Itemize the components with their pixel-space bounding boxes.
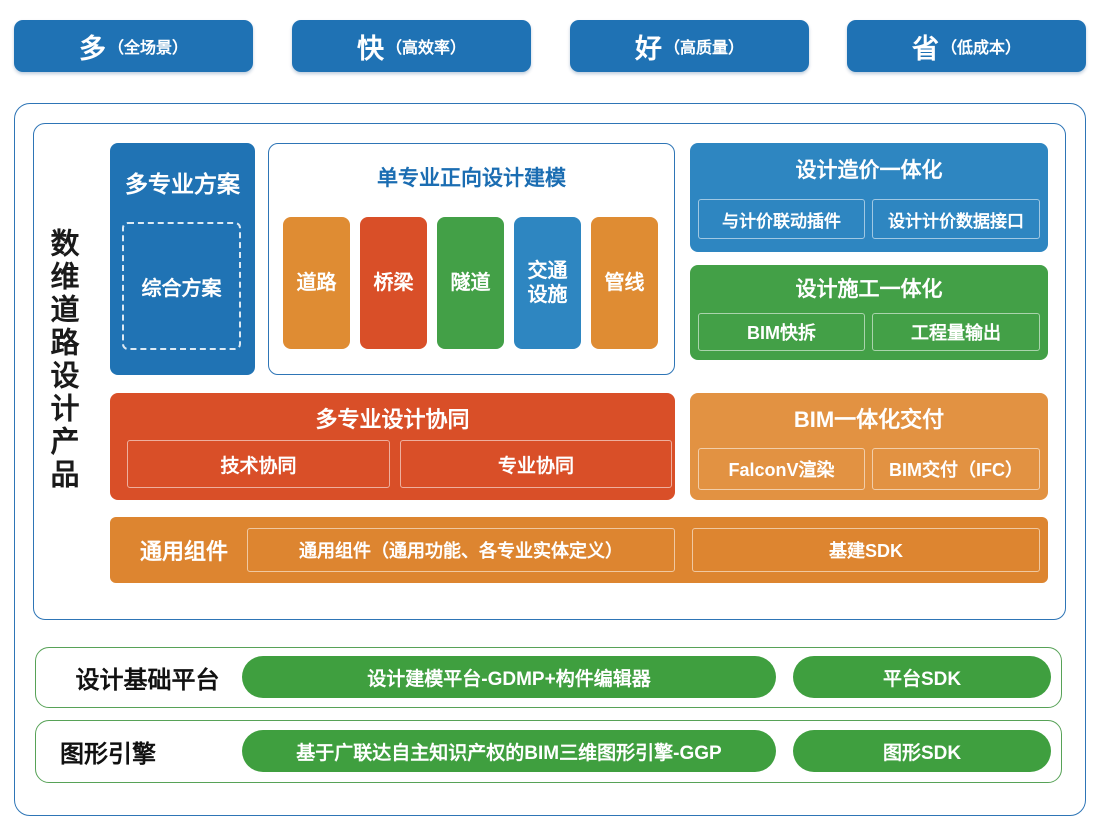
badge-main-text: 好	[634, 33, 662, 64]
construction-item-quantity: 工程量输出	[872, 313, 1040, 351]
badge-kuai: 快 （高效率）	[292, 20, 531, 72]
badge-main-text: 多	[78, 33, 106, 64]
platform-pill-sdk: 平台SDK	[793, 656, 1051, 698]
engine-pill-ggp: 基于广联达自主知识产权的BIM三维图形引擎-GGP	[242, 730, 776, 772]
subbox-label: 通用组件（通用功能、各专业实体定义）	[299, 541, 623, 561]
badge-main-text: 省	[911, 33, 939, 64]
subbox-label: FalconV渲染	[728, 460, 835, 480]
badge-sub-text: （低成本）	[940, 40, 1021, 57]
engine-row-label: 图形引擎	[60, 740, 156, 768]
multi-scheme-title: 多专业方案	[125, 171, 240, 197]
engine-label-wrap: 图形引擎	[60, 721, 235, 781]
specialty-box-traffic: 交通设施	[514, 217, 581, 349]
comprehensive-scheme-label: 综合方案	[141, 277, 222, 300]
pill-label: 基于广联达自主知识产权的BIM三维图形引擎-GGP	[296, 742, 722, 764]
platform-label-wrap: 设计基础平台	[60, 648, 235, 706]
subbox-label: 基建SDK	[828, 541, 903, 561]
specialty-box-tunnel: 隧道	[437, 217, 504, 349]
platform-row-label: 设计基础平台	[75, 666, 220, 694]
specialty-box-bridge: 桥梁	[360, 217, 427, 349]
engine-pill-sdk: 图形SDK	[793, 730, 1051, 772]
common-components-item: 通用组件（通用功能、各专业实体定义）	[247, 528, 675, 572]
badge-sheng: 省 （低成本）	[847, 20, 1086, 72]
delivery-item-falconv: FalconV渲染	[698, 448, 865, 490]
common-components-label: 通用组件	[139, 539, 228, 564]
subbox-label: 技术协同	[220, 455, 297, 477]
pill-label: 图形SDK	[882, 742, 962, 764]
badge-hao: 好 （高质量）	[570, 20, 809, 72]
specialty-label: 管线	[604, 272, 645, 294]
product-section-title-wrap: 数维道路设计产品	[36, 180, 88, 540]
common-components-row: 通用组件 通用组件（通用功能、各专业实体定义） 基建SDK	[110, 517, 1048, 583]
construction-item-bim-split: BIM快拆	[698, 313, 865, 351]
design-cost-title: 设计造价一体化	[795, 159, 943, 182]
collab-item-discipline: 专业协同	[400, 440, 672, 488]
product-vertical-title: 数维道路设计产品	[46, 228, 78, 492]
badge-sub-text: （全场景）	[107, 40, 188, 57]
platform-row: 设计基础平台 设计建模平台-GDMP+构件编辑器 平台SDK	[35, 647, 1062, 708]
subbox-label: BIM快拆	[747, 323, 816, 343]
pill-label: 设计建模平台-GDMP+构件编辑器	[367, 668, 651, 690]
collab-item-technical: 技术协同	[127, 440, 390, 488]
delivery-item-ifc: BIM交付（IFC）	[872, 448, 1040, 490]
single-discipline-title: 单专业正向设计建模	[377, 167, 566, 190]
pill-label: 平台SDK	[882, 668, 962, 690]
multi-collab-panel: 多专业设计协同 技术协同 专业协同	[110, 393, 675, 500]
platform-pill-gdmp: 设计建模平台-GDMP+构件编辑器	[242, 656, 776, 698]
badge-sub-text: （高质量）	[663, 40, 744, 57]
specialty-label: 隧道	[450, 272, 491, 294]
subbox-label: 工程量输出	[911, 323, 1001, 343]
common-components-label-wrap: 通用组件	[124, 517, 244, 583]
badge-main-text: 快	[356, 33, 384, 64]
design-cost-item-plugin: 与计价联动插件	[698, 199, 865, 239]
design-cost-item-interface: 设计计价数据接口	[872, 199, 1040, 239]
badge-sub-text: （高效率）	[385, 40, 466, 57]
infrastructure-sdk-item: 基建SDK	[692, 528, 1040, 572]
design-construction-title: 设计施工一体化	[795, 278, 943, 301]
badge-duo: 多 （全场景）	[14, 20, 253, 72]
multi-collab-title: 多专业设计协同	[315, 407, 470, 432]
engine-row: 图形引擎 基于广联达自主知识产权的BIM三维图形引擎-GGP 图形SDK	[35, 720, 1062, 783]
specialty-box-pipeline: 管线	[591, 217, 658, 349]
subbox-label: 与计价联动插件	[722, 211, 841, 231]
subbox-label: 设计计价数据接口	[888, 211, 1024, 231]
subbox-label: 专业协同	[497, 455, 574, 477]
design-cost-panel: 设计造价一体化 与计价联动插件 设计计价数据接口	[690, 143, 1048, 252]
bim-delivery-title: BIM一体化交付	[793, 407, 945, 432]
single-discipline-panel: 单专业正向设计建模 道路 桥梁 隧道 交通设施 管线	[268, 143, 675, 375]
specialty-label: 道路	[296, 272, 337, 294]
comprehensive-scheme-box: 综合方案	[122, 222, 241, 350]
specialty-label: 交通设施	[527, 260, 568, 306]
specialty-label: 桥梁	[373, 272, 414, 294]
multi-scheme-panel: 多专业方案 综合方案	[110, 143, 255, 375]
bim-delivery-panel: BIM一体化交付 FalconV渲染 BIM交付（IFC）	[690, 393, 1048, 500]
specialty-box-road: 道路	[283, 217, 350, 349]
design-construction-panel: 设计施工一体化 BIM快拆 工程量输出	[690, 265, 1048, 360]
subbox-label: BIM交付（IFC）	[889, 460, 1023, 480]
